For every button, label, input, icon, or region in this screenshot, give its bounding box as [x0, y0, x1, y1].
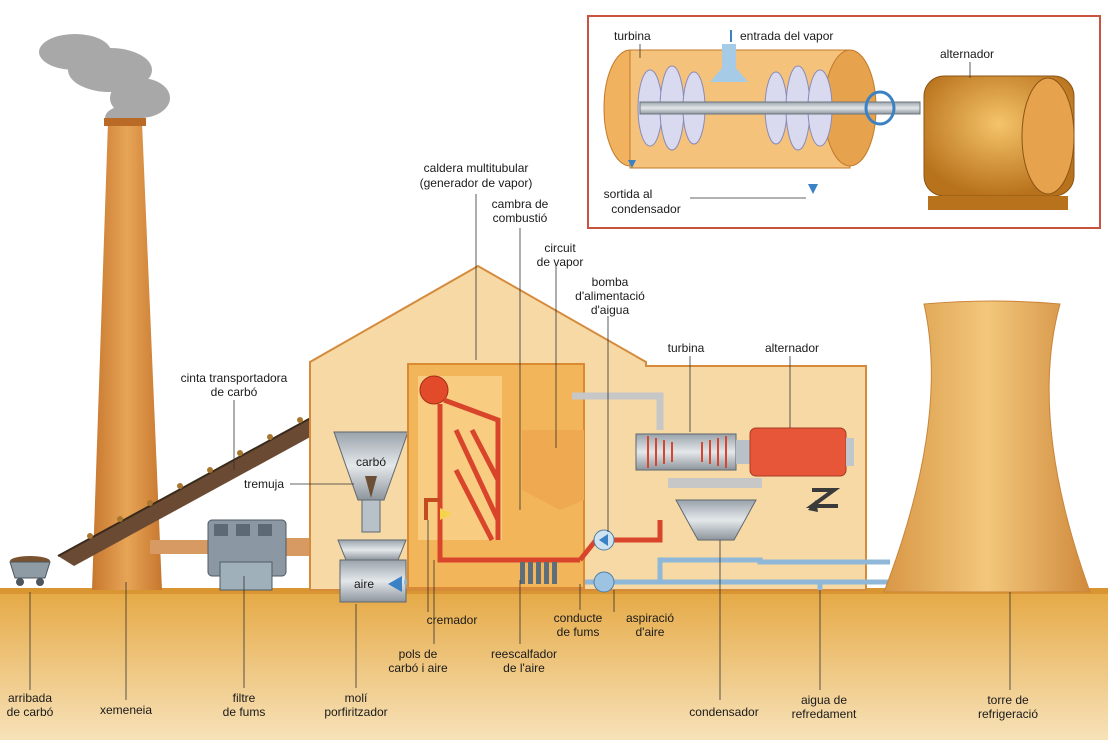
label-condensador: condensador: [689, 705, 758, 719]
coal-hopper: [333, 431, 409, 533]
label-torre-1: torre de: [987, 693, 1029, 707]
label-arribada-1: arribada: [8, 691, 52, 705]
air-intake-fan: [593, 571, 615, 593]
ground: [0, 588, 1108, 740]
label-caldera-1: caldera multitubular: [424, 161, 529, 175]
label-bomba-3: d'aigua: [591, 303, 630, 317]
plant-generator: [749, 427, 854, 512]
label-cinta-2: de carbó: [211, 385, 258, 399]
label-aigua-1: aigua de: [801, 693, 847, 707]
label-filtre-1: filtre: [233, 691, 256, 705]
label-moli-1: molí: [345, 691, 368, 705]
label-inset-entrada-vapor: entrada del vapor: [740, 29, 833, 43]
steam-circuit: [572, 392, 664, 430]
label-inset-sortida-1: sortida al: [604, 187, 653, 201]
label-tremuja: tremuja: [244, 477, 284, 491]
label-conducte-2: de fums: [557, 625, 600, 639]
label-aigua-2: refredament: [792, 707, 857, 721]
label-cambra-2: combustió: [493, 211, 548, 225]
feed-pump: [593, 529, 615, 551]
label-aire: aire: [354, 577, 374, 591]
smoke-filter: [207, 519, 287, 591]
label-circuit-2: de vapor: [537, 255, 584, 269]
coal-cart: [9, 556, 51, 586]
label-circuit-1: circuit: [544, 241, 576, 255]
label-aspiracio-2: d'aire: [636, 625, 665, 639]
label-cremador: cremador: [427, 613, 478, 627]
labels: turbina entrada del vapor alternador sor…: [7, 29, 1039, 721]
label-bomba-1: bomba: [592, 275, 629, 289]
water-circuit: [404, 557, 890, 590]
cooling-tower: [883, 300, 1091, 593]
coal-mill: [337, 539, 407, 603]
label-conducte-1: conducte: [554, 611, 603, 625]
label-turbina: turbina: [668, 341, 705, 355]
label-pols-1: pols de: [399, 647, 438, 661]
label-bomba-2: d'alimentació: [575, 289, 645, 303]
label-reescalfador-2: de l'aire: [503, 661, 545, 675]
label-carbo: carbó: [356, 455, 386, 469]
label-arribada-2: de carbó: [7, 705, 54, 719]
air-preheater: [520, 562, 557, 584]
plant-turbine: [635, 433, 750, 471]
label-aspiracio-1: aspiració: [626, 611, 674, 625]
label-filtre-2: de fums: [223, 705, 266, 719]
conveyor-belt: [57, 401, 364, 566]
label-pols-2: carbó i aire: [388, 661, 448, 675]
label-moli-2: porfiritzador: [324, 705, 387, 719]
label-inset-turbina: turbina: [614, 29, 651, 43]
label-cinta-1: cinta transportadora: [181, 371, 288, 385]
label-inset-sortida-2: condensador: [611, 202, 680, 216]
label-cambra-1: cambra de: [492, 197, 549, 211]
chimney: [92, 122, 162, 590]
label-alternador: alternador: [765, 341, 819, 355]
label-caldera-2: (generador de vapor): [420, 176, 533, 190]
label-torre-2: refrigeració: [978, 707, 1038, 721]
condenser: [668, 478, 762, 541]
boiler: [407, 363, 663, 589]
inset-turbine-detail: [587, 15, 1101, 229]
leader-lines: [29, 44, 1011, 700]
label-xemeneia: xemeneia: [100, 703, 152, 717]
label-inset-alternador: alternador: [940, 47, 994, 61]
label-reescalfador-1: reescalfador: [491, 647, 557, 661]
smoke: [39, 34, 170, 130]
